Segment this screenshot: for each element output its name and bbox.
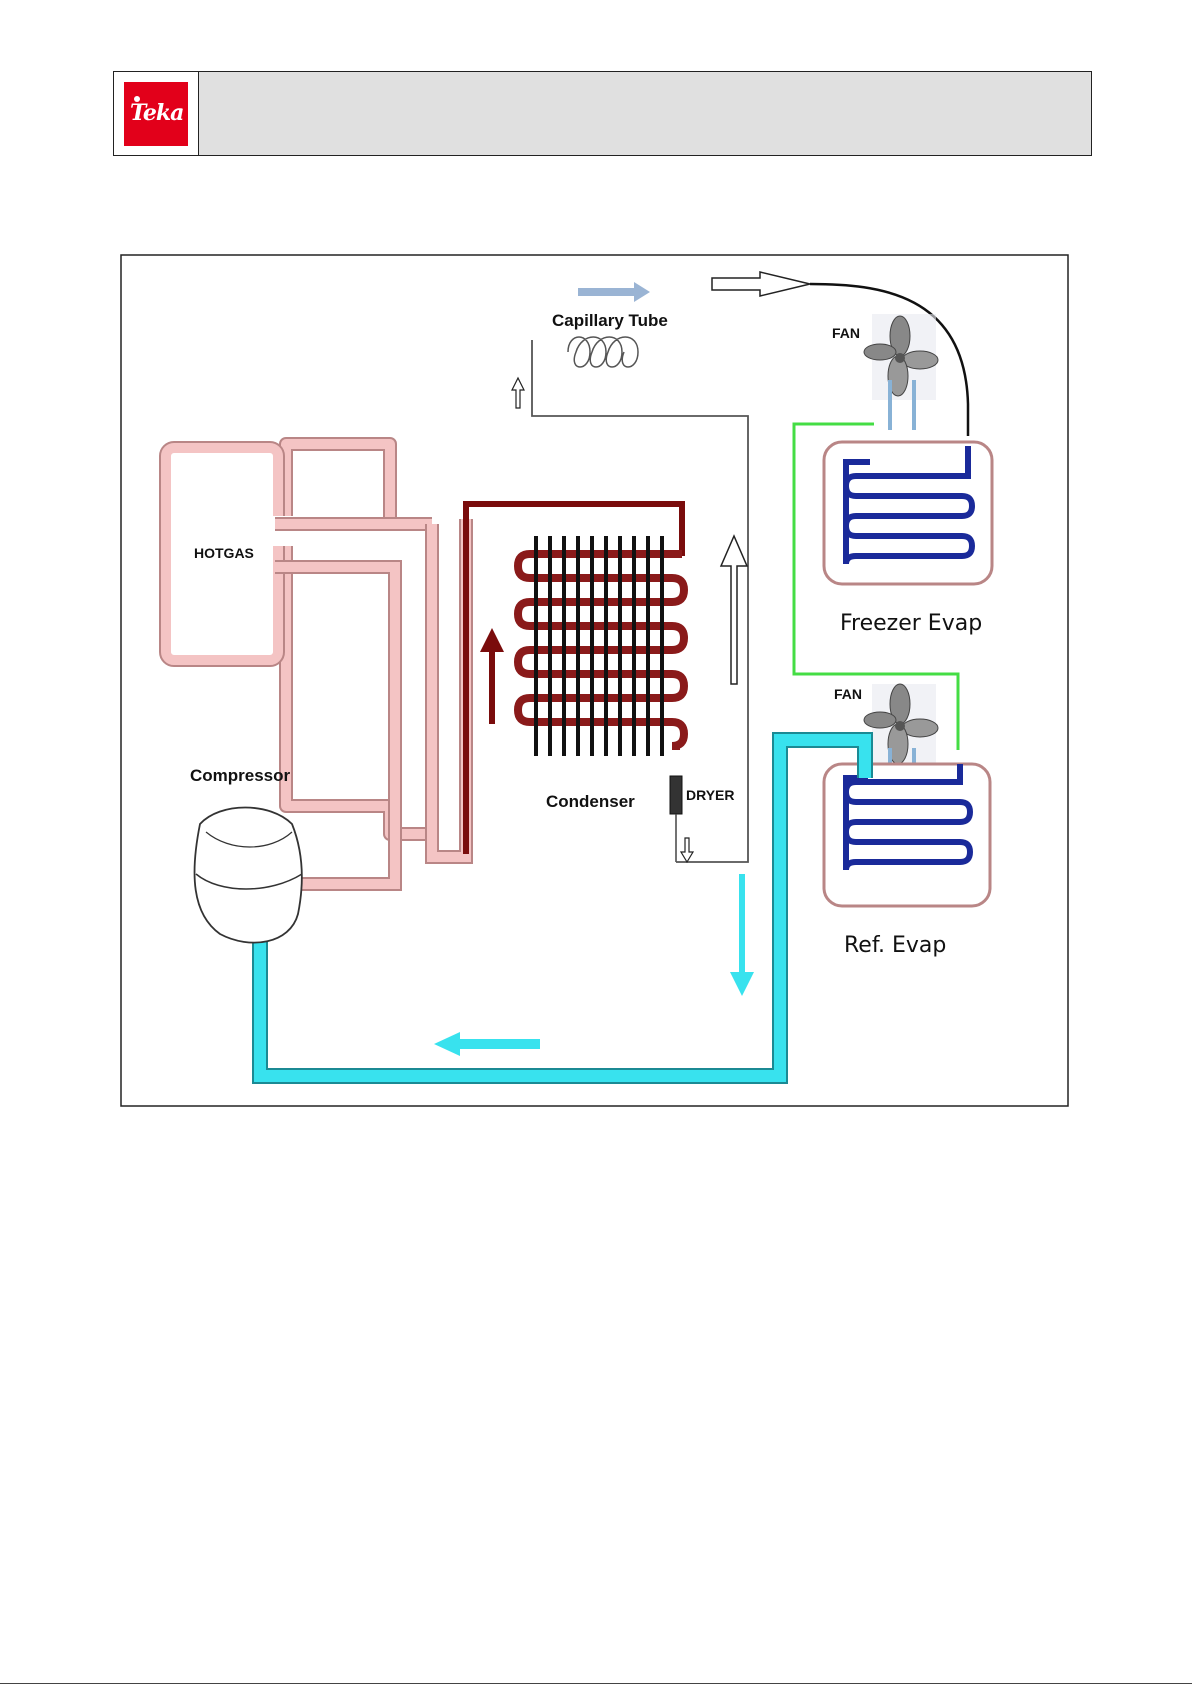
page-bottom-rule [0,1683,1192,1684]
freezer-evap-label: Freezer Evap [840,611,982,636]
teka-logo: Teka [124,82,188,146]
ref-fan-icon [864,684,938,772]
compressor-icon [195,808,302,943]
compressor-label: Compressor [190,766,291,785]
dryer-label: DRYER [686,787,735,803]
ref-evaporator [824,764,990,906]
refrigeration-cycle-diagram: Capillary Tube FAN HOTGAS Freezer Evap F… [120,254,1070,1108]
freezer-evaporator [824,442,992,584]
logo-cell: Teka [114,72,199,155]
ref-evap-label: Ref. Evap [844,933,946,958]
page-header: Teka [113,71,1092,156]
hotgas-label: HOTGAS [194,545,254,561]
capillary-tube-label: Capillary Tube [552,311,668,330]
ref-fan-label: FAN [834,686,862,702]
freezer-fan-label: FAN [832,325,860,341]
header-title [199,72,1091,155]
condenser-label: Condenser [546,792,635,811]
